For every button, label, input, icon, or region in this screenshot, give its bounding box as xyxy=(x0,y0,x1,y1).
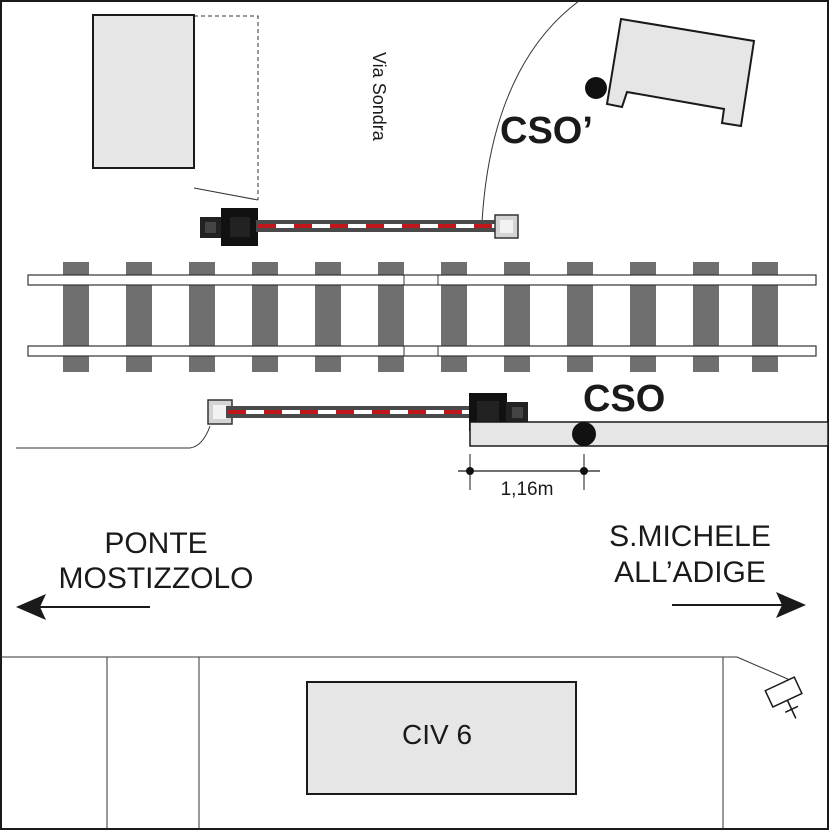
building-civ6-label: CIV 6 xyxy=(402,719,472,750)
right-destination-line2: ALL’ADIGE xyxy=(614,556,766,589)
right-destination-line1: S.MICHELE xyxy=(609,520,771,553)
road-curve xyxy=(481,0,580,223)
building-civ6 xyxy=(306,681,577,795)
railway-track xyxy=(27,262,817,372)
road-edge-left xyxy=(16,425,211,449)
distance-label: 1,16m xyxy=(501,479,554,500)
cso-prime-point xyxy=(585,77,607,99)
rail-top xyxy=(27,274,817,286)
dimension-line xyxy=(458,454,600,490)
cso-point xyxy=(572,422,596,446)
rail-bottom xyxy=(27,345,817,357)
sidewalk-strip xyxy=(469,421,829,447)
cso-prime-label: CSO’ xyxy=(500,110,593,152)
street-label: Via Sondra xyxy=(369,52,389,142)
barrier-bottom xyxy=(207,393,528,431)
left-destination-line1: PONTE xyxy=(104,527,207,560)
bottom-property-lines xyxy=(1,656,791,829)
barrier-top xyxy=(200,208,519,246)
building-top-right xyxy=(605,17,756,128)
camera-icon xyxy=(764,676,803,719)
left-destination-line2: MOSTIZZOLO xyxy=(59,562,254,595)
left-arrow-icon xyxy=(16,594,150,620)
building-top-left xyxy=(92,14,259,201)
cso-label: CSO xyxy=(583,378,665,420)
right-arrow-icon xyxy=(672,592,806,618)
